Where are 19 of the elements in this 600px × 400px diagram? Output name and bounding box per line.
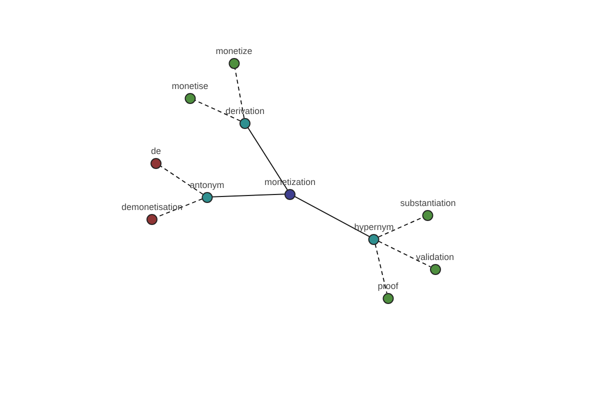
- node-label: hypernym: [354, 222, 394, 233]
- node-label: de: [150, 146, 161, 157]
- node-label: derivation: [225, 106, 265, 117]
- connector-line: [378, 216, 424, 238]
- connector-line: [378, 240, 432, 268]
- node-label: demonetisation: [121, 202, 183, 213]
- connector-line: [194, 100, 241, 122]
- connector-line: [294, 196, 370, 238]
- node-label: antonym: [190, 180, 224, 191]
- node-label: proof: [378, 281, 398, 292]
- node-label: substantiation: [400, 198, 456, 209]
- connector-line: [212, 194, 286, 198]
- connector-line: [247, 126, 288, 190]
- connector-line: [160, 165, 204, 195]
- node-label: validation: [416, 252, 454, 263]
- connector-line: [234, 67, 245, 119]
- connector-line: [374, 243, 388, 294]
- node-label: monetize: [216, 46, 252, 57]
- node-label: monetise: [172, 81, 208, 92]
